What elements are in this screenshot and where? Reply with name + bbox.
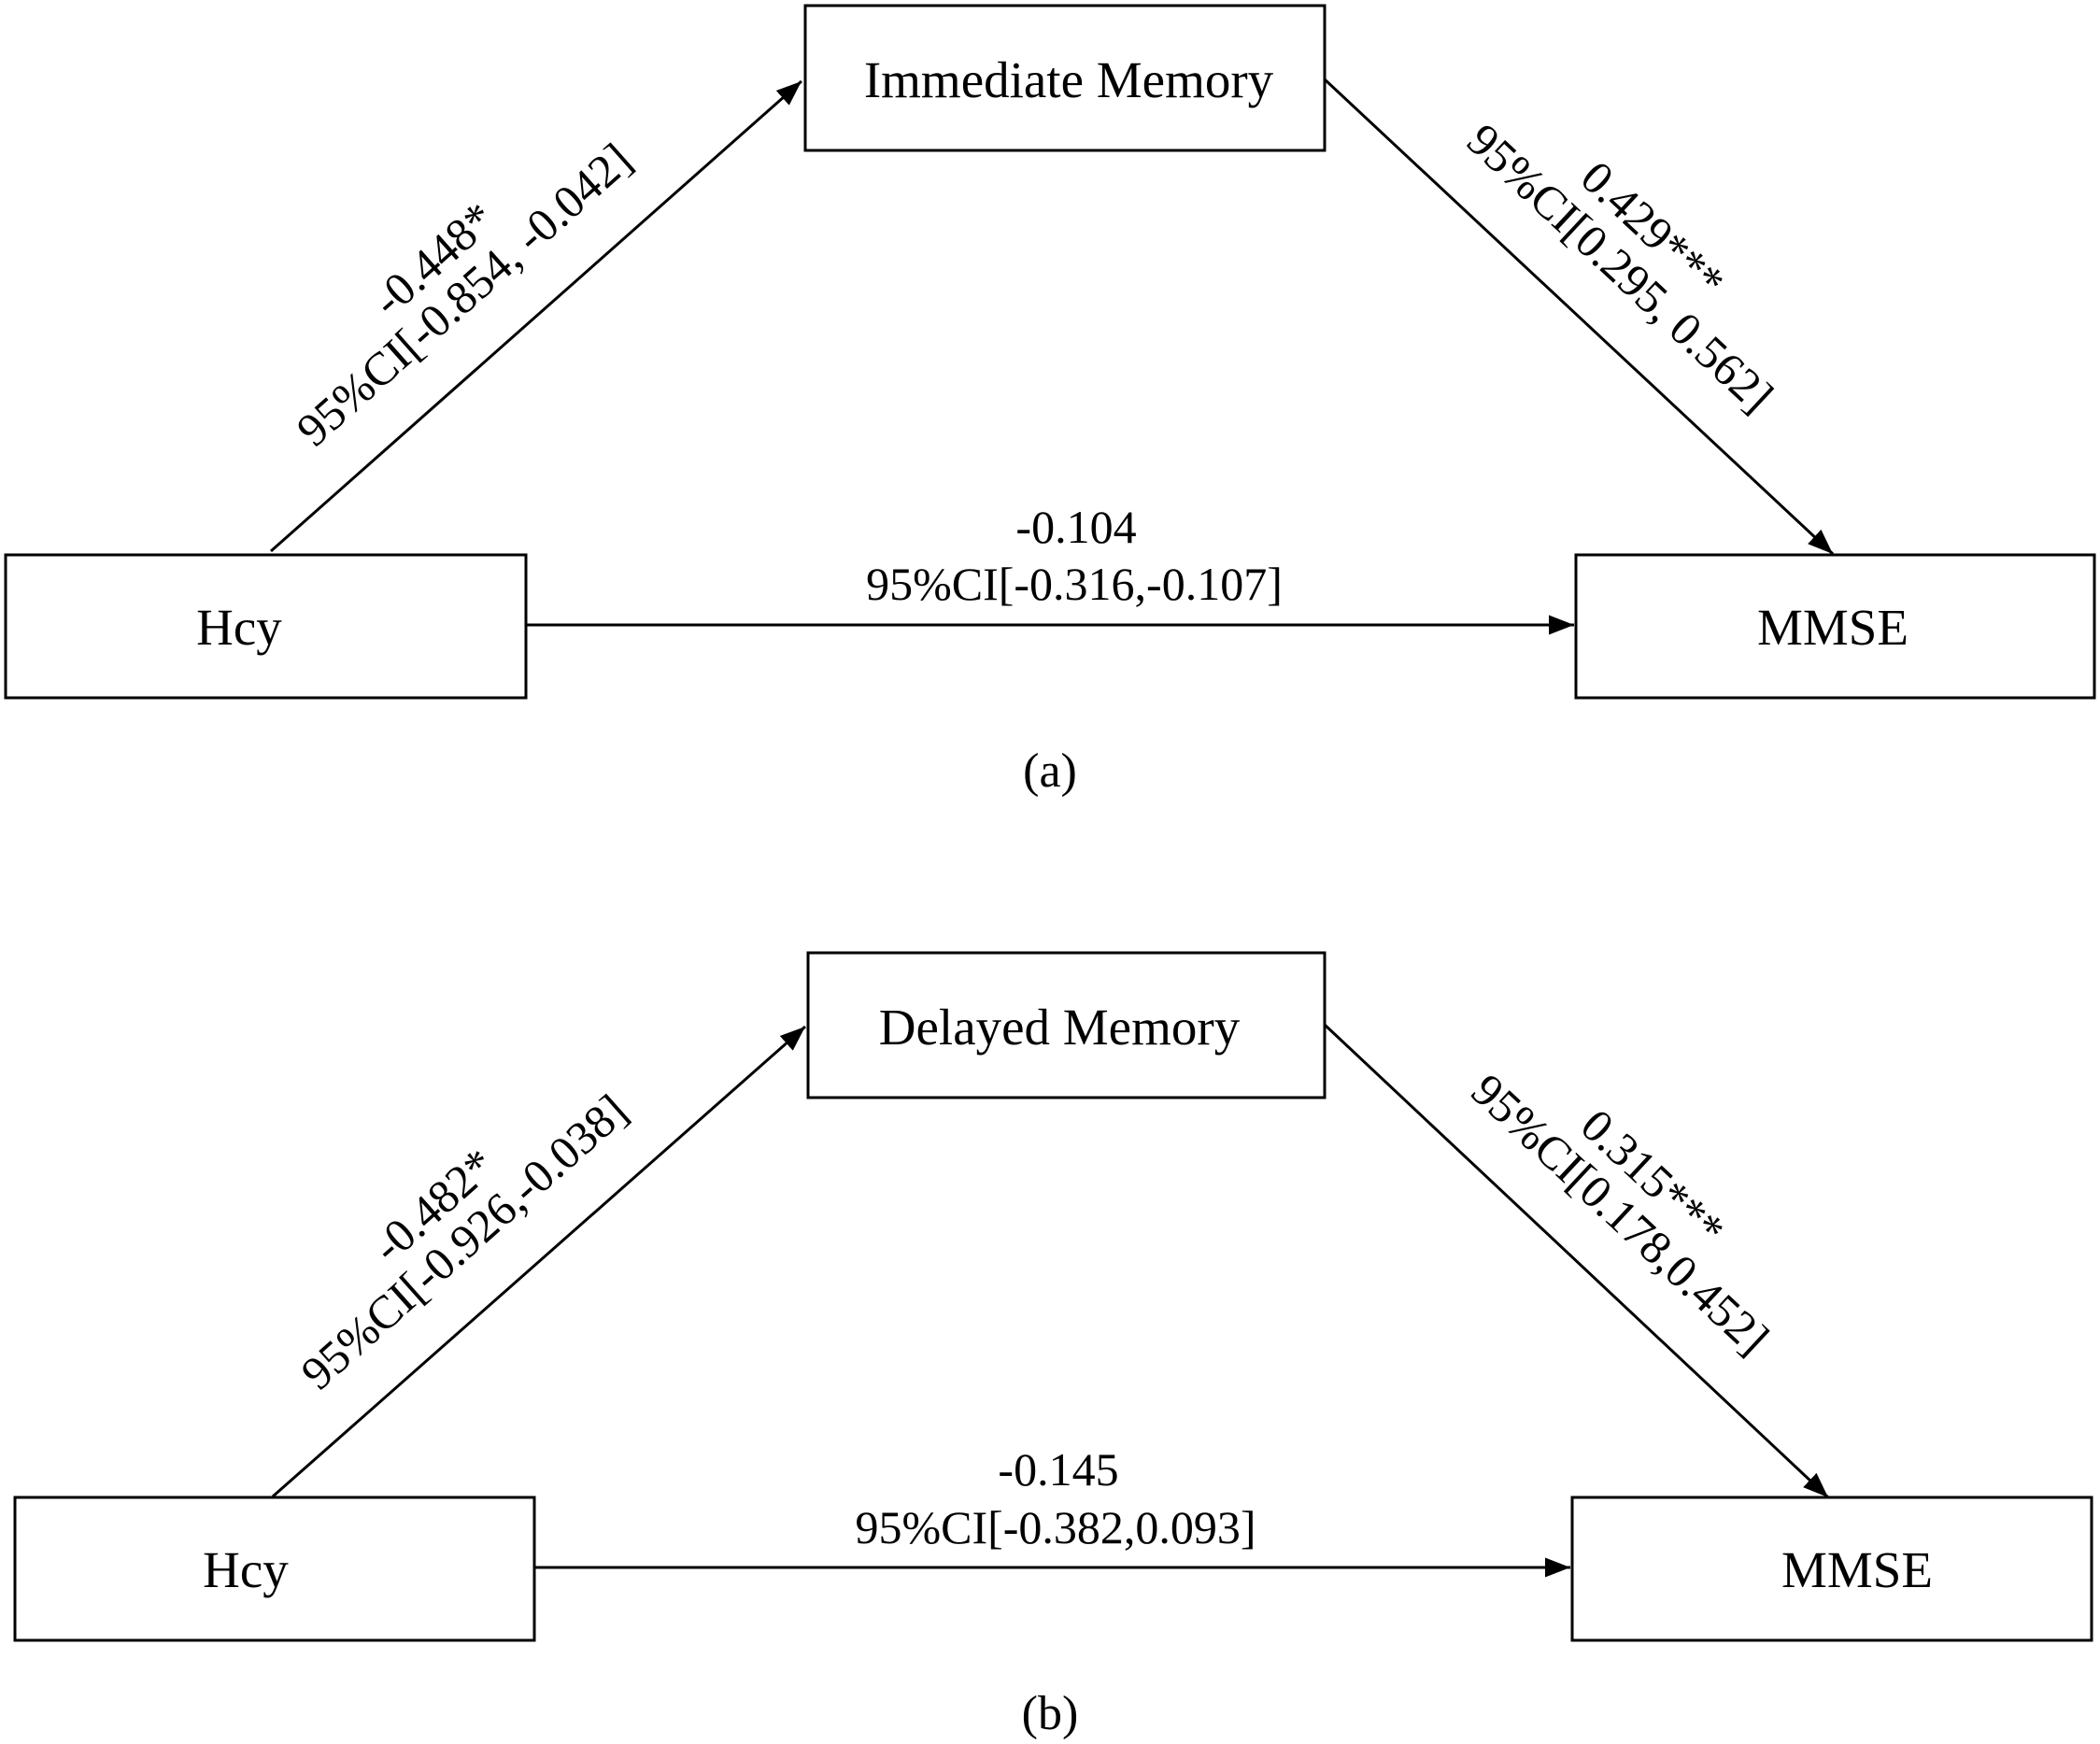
path-c-coef: -0.104 — [1015, 501, 1136, 553]
mediator-label: Immediate Memory — [864, 51, 1274, 108]
outcome-box — [1574, 553, 2096, 700]
predictor-box — [4, 553, 528, 700]
path-c-coef: -0.145 — [998, 1443, 1118, 1496]
predictor-label: Hcy — [203, 1541, 289, 1598]
panel-b: Delayed Memory Hcy MMSE -0.482* 95%CI[-0… — [13, 951, 2093, 1740]
panel-a: Immediate Memory Hcy MMSE -0.448* 95%CI[… — [4, 4, 2096, 798]
path-a-arrow — [270, 79, 802, 553]
path-b-arrow — [1323, 78, 1835, 556]
outcome-label: MMSE — [1781, 1541, 1933, 1598]
path-c-ci: 95%CI[-0.382,0.093] — [855, 1501, 1256, 1553]
path-a-arrow — [272, 1025, 806, 1498]
predictor-label: Hcy — [196, 599, 282, 656]
panel-label: (a) — [1023, 744, 1077, 798]
path-a-ci: 95%CI[-0.854, -0.042] — [287, 133, 642, 456]
path-b-arrow — [1323, 1023, 1830, 1499]
predictor-box — [13, 1496, 536, 1642]
outcome-box — [1570, 1496, 2093, 1642]
path-b-ci: 95%CI[0.295, 0.562] — [1457, 113, 1783, 422]
path-c-ci: 95%CI[-0.316,-0.107] — [866, 558, 1283, 610]
panel-label: (b) — [1022, 1687, 1079, 1740]
mediator-box — [803, 4, 1327, 152]
mediator-label: Delayed Memory — [879, 999, 1241, 1056]
path-a-ci: 95%CI[-0.926,-0.038] — [291, 1084, 637, 1399]
outcome-label: MMSE — [1757, 599, 1908, 656]
mediator-box — [806, 951, 1327, 1099]
